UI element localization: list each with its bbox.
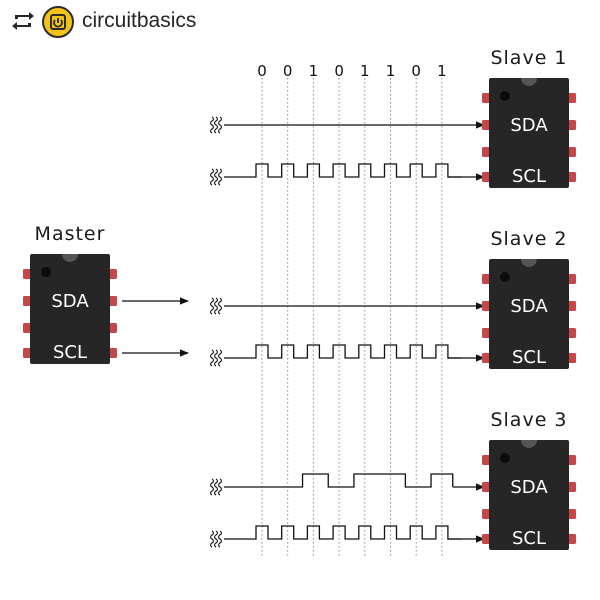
username[interactable]: circuitbasics (82, 9, 197, 32)
bit-label: 0 (411, 62, 421, 80)
chip-dot (41, 267, 51, 277)
chip-body (489, 440, 569, 550)
chip-power-icon (50, 14, 66, 30)
pin-label-sda: SDA (510, 296, 548, 317)
avatar[interactable] (42, 6, 74, 38)
line-break-icon (209, 297, 223, 315)
chip-dot (500, 272, 510, 282)
slave-chip: Slave 2 SDA SCL (482, 228, 576, 369)
line-break-icon (209, 478, 223, 496)
bit-label: 1 (309, 62, 319, 80)
post-header: circuitbasics (0, 0, 600, 44)
bit-label: 0 (283, 62, 293, 80)
chip-dot (500, 91, 510, 101)
chip-notch (521, 259, 537, 267)
slave-chip: Slave 3 SDA SCL (482, 409, 576, 550)
line-break-icon (209, 116, 223, 134)
pin-label-sda: SDA (51, 291, 89, 312)
pin-label-sda: SDA (510, 477, 548, 498)
bit-label: 0 (334, 62, 344, 80)
line-break-icon (209, 168, 223, 186)
pin-label-scl: SCL (53, 342, 87, 363)
device-title: Slave 3 (490, 409, 567, 431)
bit-label: 1 (360, 62, 370, 80)
device-title: Slave 1 (490, 47, 567, 69)
chip-notch (62, 254, 78, 262)
chip-dot (500, 453, 510, 463)
chip-notch (521, 78, 537, 86)
line-break-icon (209, 530, 223, 548)
chip-body (489, 78, 569, 188)
bit-label: 1 (437, 62, 447, 80)
bit-label: 0 (257, 62, 267, 80)
pin-label-scl: SCL (512, 347, 546, 368)
device-title: Slave 2 (490, 228, 567, 250)
pin-label-scl: SCL (512, 528, 546, 549)
repost-icon[interactable] (10, 10, 36, 32)
pin-label-scl: SCL (512, 166, 546, 187)
chip-body (30, 254, 110, 364)
chip-notch (521, 440, 537, 448)
slave-chip: Slave 1 SDA SCL (482, 47, 576, 188)
pin-label-sda: SDA (510, 115, 548, 136)
scl-waveform (224, 525, 462, 540)
line-break-icon (209, 349, 223, 367)
device-title: Master (35, 223, 106, 245)
chip-body (489, 259, 569, 369)
scl-waveform (224, 163, 462, 178)
bit-label: 1 (386, 62, 396, 80)
scl-waveform (224, 344, 462, 359)
sda-waveform (224, 473, 454, 488)
